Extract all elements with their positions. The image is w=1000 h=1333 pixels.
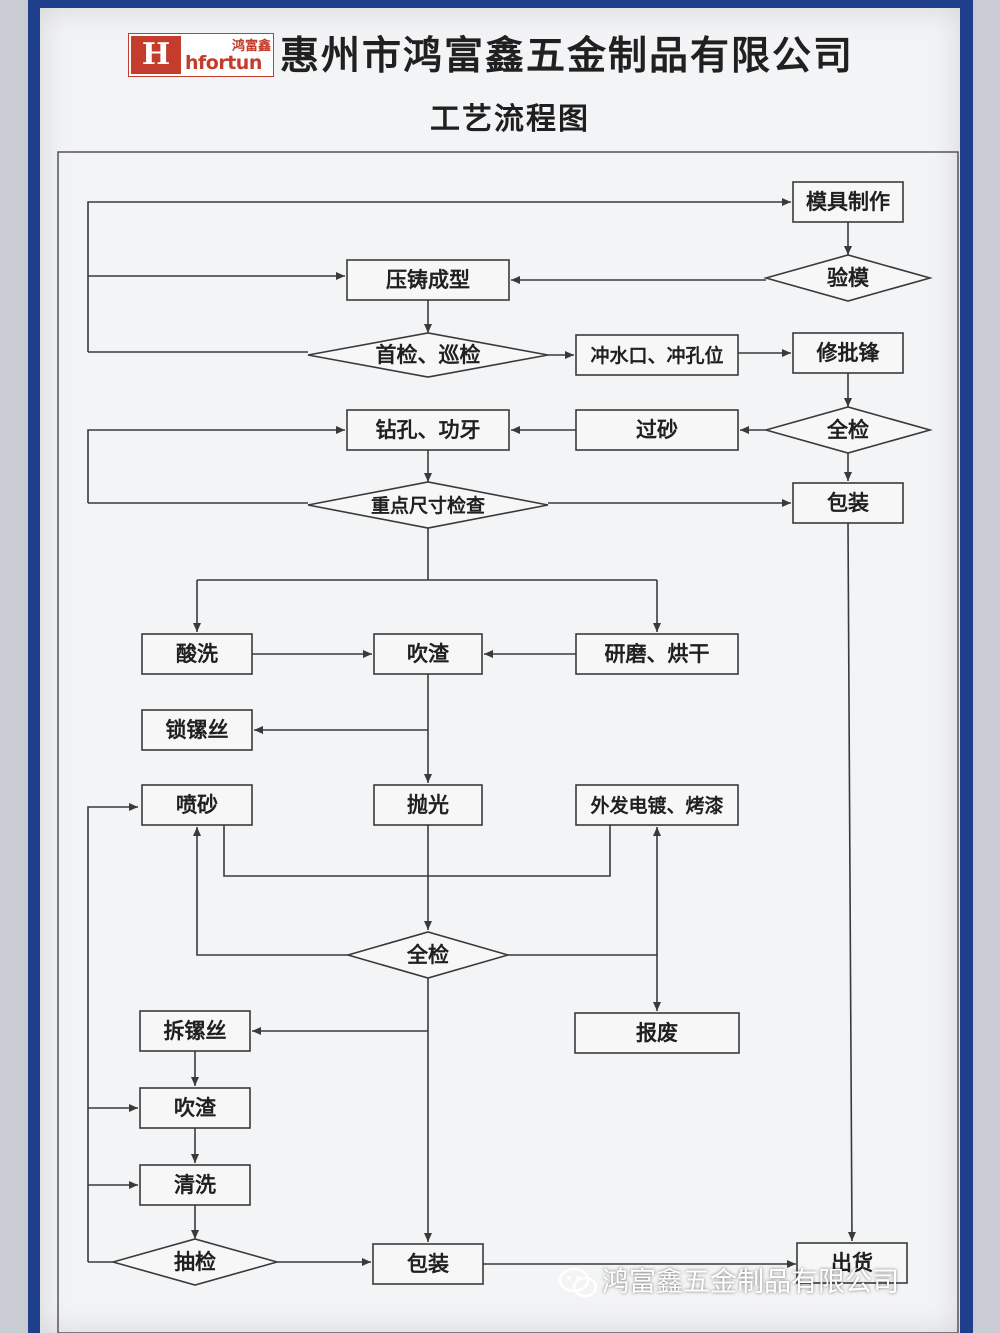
node-label: 全检 bbox=[826, 418, 869, 442]
process-box bbox=[141, 784, 253, 826]
node-label: 吹渣 bbox=[407, 642, 450, 666]
flow-connector bbox=[223, 825, 611, 877]
decision-shape bbox=[307, 481, 549, 529]
node-lock-screw: 锁镙丝 bbox=[141, 709, 253, 751]
flow-edges bbox=[87, 198, 856, 1268]
decision-shape bbox=[763, 406, 933, 454]
decision-shape bbox=[763, 254, 933, 302]
node-label: 抛光 bbox=[407, 793, 449, 817]
node-label: 重点尺寸检查 bbox=[371, 494, 486, 517]
node-label: 包装 bbox=[827, 491, 869, 515]
process-box bbox=[575, 334, 739, 376]
node-label: 过砂 bbox=[636, 418, 678, 442]
flow-connector bbox=[847, 522, 856, 1242]
process-box bbox=[575, 409, 739, 451]
watermark-text: 鸿富鑫五金制品有限公司 bbox=[602, 1267, 899, 1298]
node-wash: 清洗 bbox=[139, 1164, 251, 1206]
node-sandblast: 喷砂 bbox=[141, 784, 253, 826]
process-box bbox=[575, 633, 739, 675]
node-label: 钻孔、功牙 bbox=[376, 418, 481, 442]
node-first-check: 首检、巡检 bbox=[307, 332, 549, 378]
process-box bbox=[574, 1012, 740, 1054]
logo-mark: H bbox=[131, 36, 181, 74]
process-box bbox=[792, 482, 904, 524]
process-box bbox=[796, 1242, 908, 1284]
node-label: 模具制作 bbox=[806, 190, 890, 214]
process-box bbox=[139, 1164, 251, 1206]
process-box bbox=[792, 332, 904, 374]
node-label: 锁镙丝 bbox=[166, 718, 229, 742]
logo-en-text: hfortun bbox=[185, 52, 262, 74]
flow-connector bbox=[87, 198, 791, 352]
process-box bbox=[141, 709, 253, 751]
process-box bbox=[139, 1010, 251, 1052]
flow-nodes: 模具制作验模压铸成型首检、巡检冲水口、冲孔位修批锋钻孔、功牙过砂全检重点尺寸检查… bbox=[110, 181, 933, 1286]
process-box bbox=[346, 409, 510, 451]
node-blow1: 吹渣 bbox=[373, 633, 483, 675]
node-label: 全检 bbox=[406, 943, 449, 967]
chart-border bbox=[57, 151, 959, 1333]
node-sample: 抽检 bbox=[110, 1238, 280, 1286]
flow-connector bbox=[193, 827, 348, 956]
process-box bbox=[372, 1243, 484, 1285]
company-name: 惠州市鸿富鑫五金制品有限公司 bbox=[280, 34, 855, 79]
node-trim: 修批锋 bbox=[792, 332, 904, 374]
node-label: 冲水口、冲孔位 bbox=[590, 344, 723, 367]
node-label: 包装 bbox=[407, 1252, 449, 1276]
node-scrap: 报废 bbox=[574, 1012, 740, 1054]
node-full-check1: 全检 bbox=[763, 406, 933, 454]
node-polish: 抛光 bbox=[373, 784, 483, 826]
decision-shape bbox=[345, 931, 511, 979]
node-remove-screw: 拆镙丝 bbox=[139, 1010, 251, 1052]
node-label: 压铸成型 bbox=[386, 268, 470, 292]
process-box bbox=[139, 1087, 251, 1129]
node-label: 清洗 bbox=[174, 1173, 216, 1197]
node-label: 拆镙丝 bbox=[164, 1019, 227, 1043]
node-label: 喷砂 bbox=[176, 793, 218, 817]
process-box bbox=[141, 633, 253, 675]
flow-connector bbox=[508, 827, 661, 956]
node-full-check2: 全检 bbox=[345, 931, 511, 979]
node-label: 首检、巡检 bbox=[376, 343, 481, 367]
process-box bbox=[346, 259, 510, 301]
node-label: 研磨、烘干 bbox=[605, 642, 710, 666]
process-box bbox=[575, 784, 739, 826]
process-box bbox=[373, 633, 483, 675]
process-box bbox=[373, 784, 483, 826]
node-sand1: 过砂 bbox=[575, 409, 739, 451]
node-drill: 钻孔、功牙 bbox=[346, 409, 510, 451]
flow-connector bbox=[87, 426, 345, 503]
diagram-title: 工艺流程图 bbox=[430, 102, 590, 137]
node-label: 出货 bbox=[831, 1251, 873, 1275]
node-key-dim: 重点尺寸检查 bbox=[307, 481, 549, 529]
node-ship: 出货 bbox=[796, 1242, 908, 1284]
flow-connector bbox=[87, 803, 138, 1262]
process-box bbox=[792, 181, 904, 223]
node-mold-make: 模具制作 bbox=[792, 181, 904, 223]
node-blow2: 吹渣 bbox=[139, 1087, 251, 1129]
wechat-icon bbox=[558, 1267, 598, 1298]
node-die-cast: 压铸成型 bbox=[346, 259, 510, 301]
node-punch: 冲水口、冲孔位 bbox=[575, 334, 739, 376]
decision-shape bbox=[110, 1238, 280, 1286]
node-plating: 外发电镀、烤漆 bbox=[575, 784, 739, 826]
node-mold-check: 验模 bbox=[763, 254, 933, 302]
node-label: 验模 bbox=[827, 266, 870, 290]
node-label: 修批锋 bbox=[816, 341, 881, 365]
node-label: 抽检 bbox=[174, 1250, 216, 1274]
node-pack2: 包装 bbox=[372, 1243, 484, 1285]
logo-cn-text: 鸿富鑫 bbox=[231, 39, 271, 54]
node-label: 酸洗 bbox=[176, 642, 218, 666]
company-logo: H 鸿富鑫 hfortun bbox=[128, 33, 274, 77]
node-label: 外发电镀、烤漆 bbox=[590, 794, 723, 817]
node-grind: 研磨、烘干 bbox=[575, 633, 739, 675]
node-label: 报废 bbox=[636, 1021, 678, 1045]
decision-shape bbox=[307, 332, 549, 378]
node-pack1: 包装 bbox=[792, 482, 904, 524]
node-label: 吹渣 bbox=[174, 1096, 217, 1120]
node-pickle: 酸洗 bbox=[141, 633, 253, 675]
